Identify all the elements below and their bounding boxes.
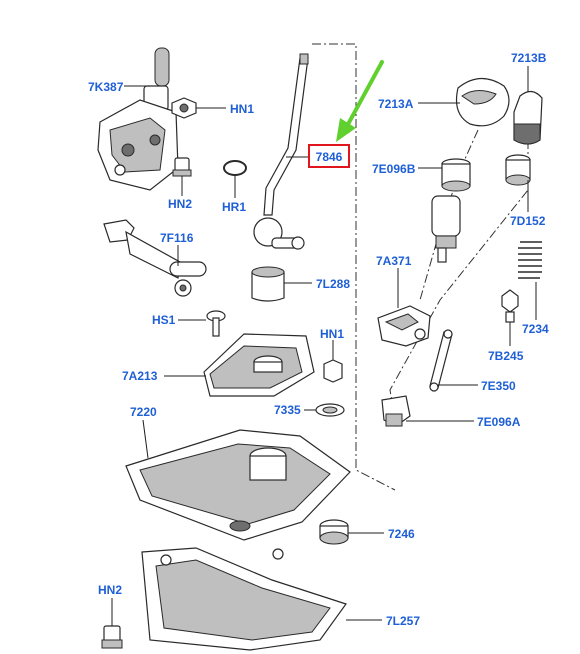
part-7A371-bracket [377,305,431,347]
label-7A213: 7A213 [122,369,158,383]
label-7213A: 7213A [378,97,414,111]
leader-lines [111,66,537,626]
part-HN1-nut-mid [323,359,343,383]
part-7846-shift-lever [253,53,309,250]
label-7E096A: 7E096A [477,415,521,429]
label-7L257: 7L257 [386,614,421,628]
part-7D152-bushing [505,154,531,186]
label-7A371: 7A371 [376,254,412,268]
part-7E096A-grommet [381,395,411,427]
label-7K387: 7K387 [88,80,124,94]
label-7213B: 7213B [511,51,547,65]
highlight-arrow [336,60,384,142]
label-7335: 7335 [274,403,301,417]
label-7L288: 7L288 [316,277,351,291]
part-7335-seal [315,403,345,417]
label-7F116: 7F116 [160,231,194,245]
part-7L257-frame [141,547,347,651]
part-7L288-clip [251,266,285,302]
label-7234: 7234 [522,322,549,336]
label-HN2-bottom: HN2 [98,583,123,597]
part-HN1-nut-top [171,97,197,119]
part-HN2-nut-top [172,157,192,177]
part-HN2-nut-bottom [101,625,123,649]
assembly-axis-right [389,140,529,421]
part-7213A-gear-knob [455,77,510,127]
label-7E096B: 7E096B [372,162,416,176]
highlight-box-7846: 7846 [308,144,350,168]
label-7246: 7246 [388,527,415,541]
label-7846: 7846 [315,150,343,164]
label-HN1-top: HN1 [230,102,255,116]
part-7F116-link [103,219,207,297]
label-7B245: 7B245 [488,349,524,363]
part-7E350-pin [429,329,453,392]
label-HN2-top: HN2 [168,197,193,211]
part-7234-spring [518,241,542,279]
label-HN1-mid: HN1 [320,327,345,341]
part-7K387-shifter-assembly [97,47,179,191]
label-7E350: 7E350 [481,379,516,393]
part-7B245-bolt [501,289,519,323]
part-7A213-housing [203,333,315,397]
assembly-axis-center [312,43,396,491]
part-7220-base-housing [125,429,351,541]
part-7E096B-sleeve [431,158,471,263]
part-7213B-knob-boot [513,90,543,145]
label-7220: 7220 [130,405,157,419]
label-HR1: HR1 [222,200,247,214]
part-7246-bushing [319,519,349,545]
part-HR1-ring [223,160,247,176]
part-HS1-screw [206,310,226,337]
label-7D152: 7D152 [510,214,546,228]
label-HS1: HS1 [152,313,176,327]
